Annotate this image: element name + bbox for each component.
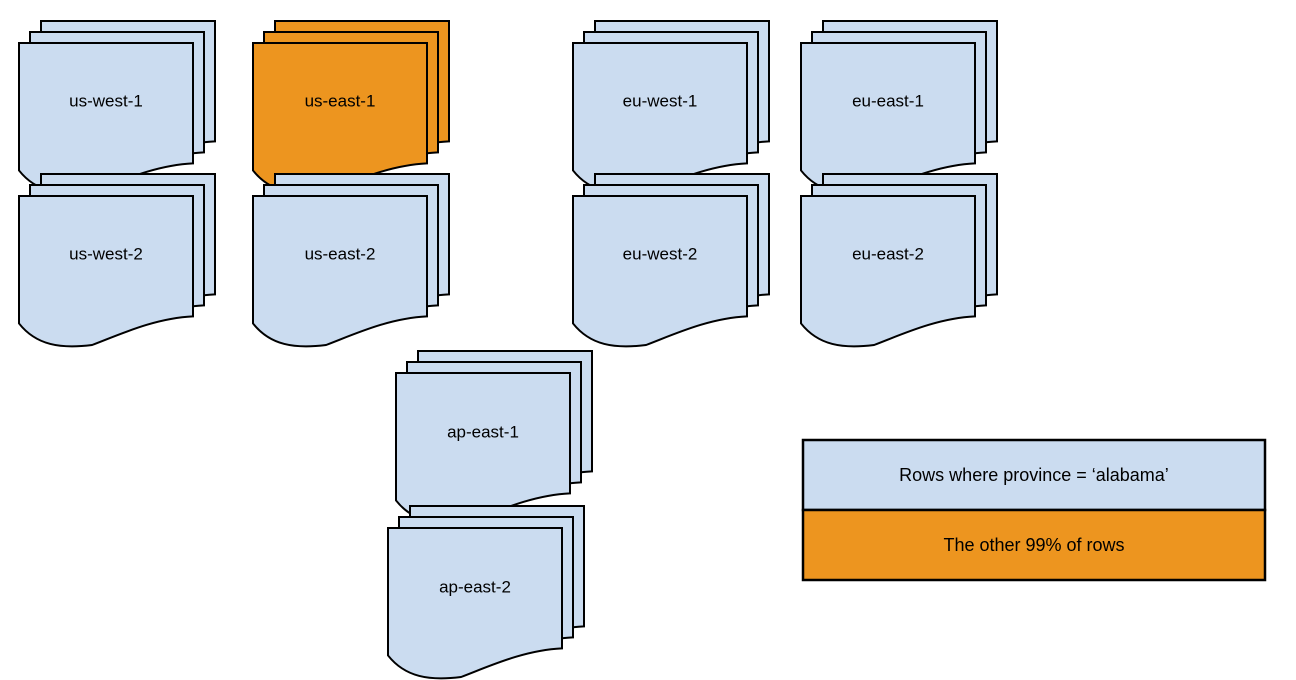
stack-label-ap-east-1: ap-east-1 [447, 422, 519, 441]
stack-label-us-west-2: us-west-2 [69, 244, 143, 263]
stack-card-eu-west-1-3 [572, 42, 748, 195]
stack-label-eu-east-2: eu-east-2 [852, 244, 924, 263]
legend-row-orange-label: The other 99% of rows [943, 535, 1124, 555]
legend-row-blue-swatch [801, 438, 1267, 512]
stack-card-us-east-1-3 [252, 42, 428, 195]
stack-card-eu-east-1-3 [800, 42, 976, 195]
stack-label-ap-east-2: ap-east-2 [439, 577, 511, 596]
stack-card-us-east-2-3 [252, 195, 428, 348]
document-stack-eu-east-1[interactable]: eu-east-1 [800, 20, 998, 195]
document-stack-us-west-1[interactable]: us-west-1 [18, 20, 216, 195]
stack-label-eu-east-1: eu-east-1 [852, 91, 924, 110]
stack-label-us-east-2: us-east-2 [305, 244, 376, 263]
document-stack-us-west-2[interactable]: us-west-2 [18, 173, 216, 348]
document-stack-eu-east-2[interactable]: eu-east-2 [800, 173, 998, 348]
document-stack-us-east-1[interactable]: us-east-1 [252, 20, 450, 195]
stack-label-us-east-1: us-east-1 [305, 91, 376, 110]
stack-card-ap-east-1-3 [395, 372, 571, 525]
stack-label-eu-west-1: eu-west-1 [623, 91, 698, 110]
stack-card-us-west-1-3 [18, 42, 194, 195]
stack-card-eu-east-2-3 [800, 195, 976, 348]
stack-card-eu-west-2-3 [572, 195, 748, 348]
legend-row-orange-swatch [801, 508, 1267, 582]
document-stack-eu-west-2[interactable]: eu-west-2 [572, 173, 770, 348]
document-stack-us-east-2[interactable]: us-east-2 [252, 173, 450, 348]
document-stack-eu-west-1[interactable]: eu-west-1 [572, 20, 770, 195]
document-stack-ap-east-2[interactable]: ap-east-2 [387, 505, 585, 680]
stack-card-ap-east-2-3 [387, 527, 563, 680]
stack-card-us-west-2-3 [18, 195, 194, 348]
legend: Rows where province = ‘alabama’ The other… [801, 438, 1267, 582]
document-stack-ap-east-1[interactable]: ap-east-1 [395, 350, 593, 525]
stack-label-us-west-1: us-west-1 [69, 91, 143, 110]
stack-label-eu-west-2: eu-west-2 [623, 244, 698, 263]
legend-row-blue-label: Rows where province = ‘alabama’ [899, 465, 1169, 485]
document-stacks-layer: us-west-1 us-east-1 eu-west-1 eu-east-1 us-w… [18, 20, 998, 680]
